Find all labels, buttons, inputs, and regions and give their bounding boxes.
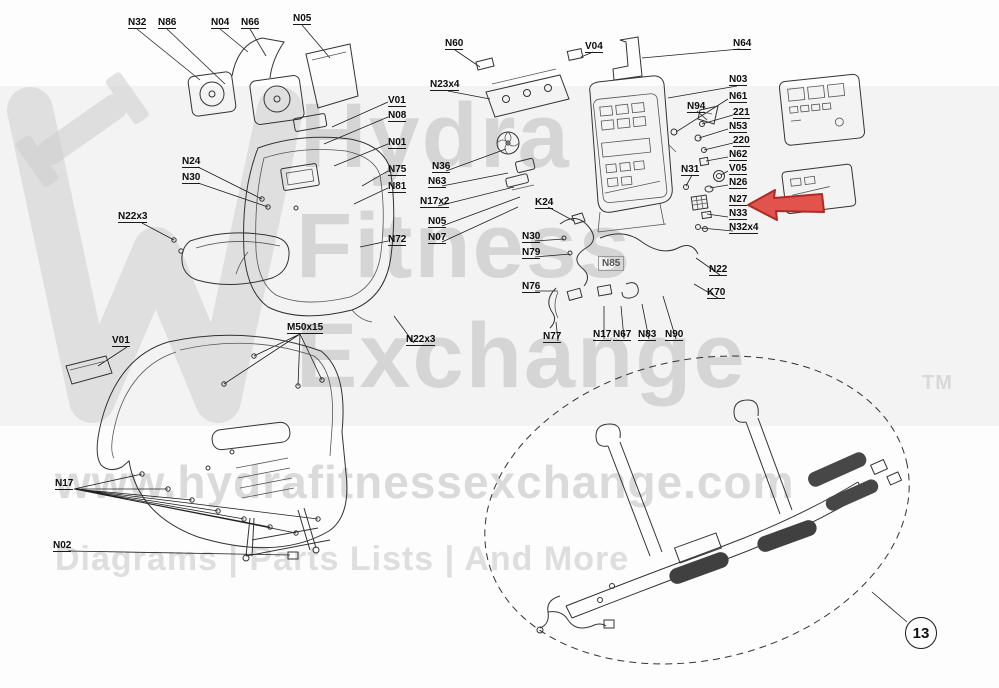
part-label-N01-12: N01	[388, 137, 407, 149]
handlebar-assembly	[484, 355, 910, 665]
part-label-N27-46: N27	[729, 194, 748, 206]
part-label-N31-50: N31	[681, 164, 700, 176]
part-label-N77-34: N77	[543, 331, 562, 343]
watermark-word-1: Hydra	[300, 85, 571, 187]
part-label-N22x3-21: N22x3	[406, 334, 436, 346]
part-label-V01-10: V01	[388, 95, 406, 107]
part-label-N26-45: N26	[729, 177, 748, 189]
part-label-N90-38: N90	[665, 329, 684, 341]
part-label-K70-52: K70	[707, 287, 726, 299]
lower-housing	[65, 334, 348, 562]
watermark-url: www.hydrafitnessexchange.com	[55, 456, 795, 508]
part-label-N75-13: N75	[388, 164, 407, 176]
part-label-N94-49: N94	[687, 101, 706, 113]
part-label-N03-9: N03	[729, 74, 748, 86]
part-label-N22x3-18: N22x3	[118, 211, 148, 223]
watermark-tagline: Diagrams | Parts Lists | And More	[55, 540, 630, 578]
part-label-220-42: 220	[733, 135, 750, 147]
part-label-N22-51: N22	[709, 264, 728, 276]
speaker-parts	[187, 37, 359, 125]
part-label-N32x4-48: N32x4	[729, 222, 759, 234]
part-label-N08-11: N08	[388, 110, 407, 122]
part-label-N66-3: N66	[241, 17, 260, 29]
watermark-trademark: TM	[922, 372, 953, 394]
part-label-N63-25: N63	[428, 176, 447, 188]
figure-number-badge: 13	[905, 617, 937, 649]
part-label-N02-23: N02	[53, 540, 72, 552]
part-label-N17x2-26: N17x2	[420, 196, 450, 208]
part-label-N62-43: N62	[729, 149, 748, 161]
part-label-N30-17: N30	[182, 172, 201, 184]
part-label-N07-28: N07	[428, 232, 447, 244]
part-label-N83-37: N83	[638, 329, 657, 341]
part-label-V04-7: V04	[585, 41, 603, 53]
part-label-N61-39: N61	[729, 91, 748, 103]
leader-lines	[67, 24, 908, 623]
part-label-N17-35: N17	[593, 329, 612, 341]
part-label-N17-22: N17	[55, 478, 74, 490]
part-label-M50x15-20: M50x15	[287, 322, 324, 334]
part-label-N04-2: N04	[211, 17, 230, 29]
part-label-N30-30: N30	[522, 231, 541, 243]
watermark-word-2: Fitness	[296, 195, 633, 297]
upper-console	[171, 113, 395, 323]
part-label-N67-36: N67	[613, 329, 632, 341]
middle-parts	[475, 36, 699, 329]
part-label-N05-4: N05	[293, 13, 312, 25]
part-label-N85-33: N85	[598, 256, 625, 271]
part-label-N53-41: N53	[729, 121, 748, 133]
dashed-callout-ellipse	[484, 355, 910, 665]
part-label-N79-31: N79	[522, 247, 541, 259]
part-label-N76-32: N76	[522, 281, 541, 293]
part-label-V05-44: V05	[729, 163, 747, 175]
part-label-N36-24: N36	[432, 161, 451, 173]
part-label-K24-29: K24	[535, 197, 554, 209]
part-label-N60-5: N60	[445, 38, 464, 50]
part-label-N23x4-6: N23x4	[430, 79, 460, 91]
part-label-V01-19: V01	[112, 335, 130, 347]
part-label-N64-8: N64	[733, 38, 752, 50]
red-arrow-icon	[747, 189, 825, 221]
part-label-N81-14: N81	[388, 181, 407, 193]
part-label-N05-27: N05	[428, 216, 447, 228]
part-label-N72-15: N72	[388, 234, 407, 246]
part-label-N86-1: N86	[158, 17, 177, 29]
watermark-logo-icon	[7, 72, 303, 423]
part-label-N24-16: N24	[182, 156, 201, 168]
part-label-N32-0: N32	[128, 17, 147, 29]
part-label-221-40: 221	[733, 107, 750, 119]
part-label-N33-47: N33	[729, 208, 748, 220]
